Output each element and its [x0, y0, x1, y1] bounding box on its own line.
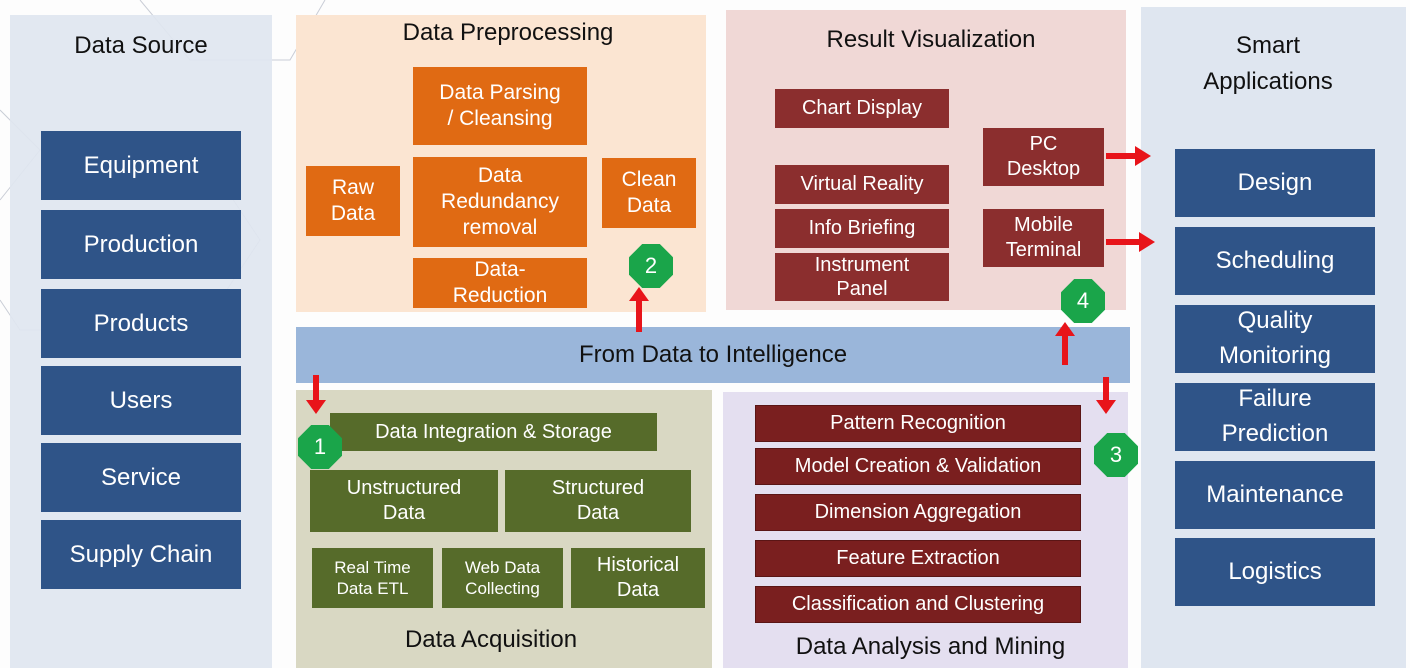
web-data-collecting-box: Web Data Collecting: [442, 548, 563, 608]
from-data-to-intelligence-bar: From Data to Intelligence: [296, 327, 1130, 383]
data-source-equipment: Equipment: [41, 131, 241, 200]
arrow-head-visualization: [1055, 322, 1075, 336]
step-badge-1: 1: [298, 425, 342, 469]
data-parsing-box: Data Parsing / Cleansing: [413, 67, 587, 145]
arrow-head-pc: [1135, 146, 1151, 166]
app-failure-prediction: Failure Prediction: [1175, 383, 1375, 451]
preprocessing-title: Data Preprocessing: [402, 19, 614, 46]
analysis-title: Data Analysis and Mining: [795, 633, 1066, 660]
app-scheduling: Scheduling: [1175, 227, 1375, 295]
data-integration-box: Data Integration & Storage: [330, 413, 657, 451]
arrow-head-acquisition: [306, 400, 326, 414]
data-source-users: Users: [41, 366, 241, 435]
step-badge-3: 3: [1094, 433, 1138, 477]
arrow-pc-to-apps: [1106, 153, 1136, 159]
acquisition-title: Data Acquisition: [404, 626, 578, 653]
data-reduction-box: Data- Reduction: [413, 258, 587, 308]
unstructured-data-box: Unstructured Data: [310, 470, 498, 532]
data-source-production: Production: [41, 210, 241, 279]
pattern-recognition-box: Pattern Recognition: [755, 405, 1081, 442]
visualization-title: Result Visualization: [826, 26, 1036, 53]
data-source-supply-chain: Supply Chain: [41, 520, 241, 589]
step-badge-2: 2: [629, 244, 673, 288]
data-source-title: Data Source: [74, 32, 208, 59]
classification-clustering-box: Classification and Clustering: [755, 586, 1081, 623]
arrow-to-analysis: [1103, 377, 1109, 401]
raw-data-box: Raw Data: [306, 166, 400, 236]
clean-data-box: Clean Data: [602, 158, 696, 228]
arrow-to-preprocessing: [636, 300, 642, 332]
model-creation-box: Model Creation & Validation: [755, 448, 1081, 485]
dimension-aggregation-box: Dimension Aggregation: [755, 494, 1081, 531]
app-quality-monitoring: Quality Monitoring: [1175, 305, 1375, 373]
arrow-head-preprocessing: [629, 287, 649, 301]
data-source-service: Service: [41, 443, 241, 512]
mobile-terminal-box: Mobile Terminal: [983, 209, 1104, 267]
pc-desktop-box: PC Desktop: [983, 128, 1104, 186]
arrow-to-acquisition: [313, 375, 319, 401]
structured-data-box: Structured Data: [505, 470, 691, 532]
app-logistics: Logistics: [1175, 538, 1375, 606]
data-redundancy-box: Data Redundancy removal: [413, 157, 587, 247]
arrow-head-mobile: [1139, 232, 1155, 252]
applications-title: Smart Applications: [1203, 32, 1333, 95]
chart-display-box: Chart Display: [775, 89, 949, 128]
instrument-panel-box: Instrument Panel: [775, 253, 949, 301]
data-source-products: Products: [41, 289, 241, 358]
info-briefing-box: Info Briefing: [775, 209, 949, 248]
step-badge-4: 4: [1061, 279, 1105, 323]
app-design: Design: [1175, 149, 1375, 217]
virtual-reality-box: Virtual Reality: [775, 165, 949, 204]
arrow-mobile-to-apps: [1106, 239, 1140, 245]
real-time-etl-box: Real Time Data ETL: [312, 548, 433, 608]
app-maintenance: Maintenance: [1175, 461, 1375, 529]
arrow-head-analysis: [1096, 400, 1116, 414]
arrow-to-visualization: [1062, 335, 1068, 365]
historical-data-box: Historical Data: [571, 548, 705, 608]
feature-extraction-box: Feature Extraction: [755, 540, 1081, 577]
